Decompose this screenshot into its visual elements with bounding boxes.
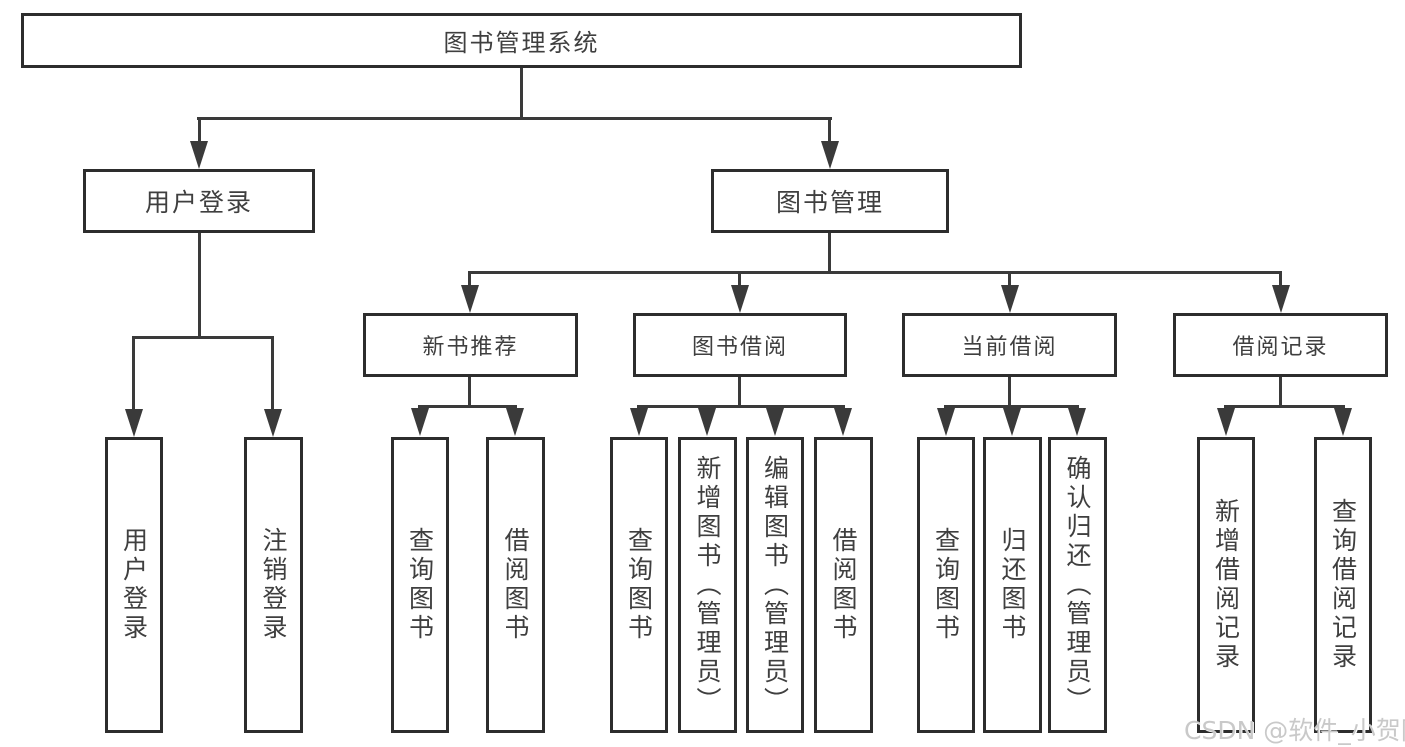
connector-line	[418, 405, 517, 408]
node-library-system: 图书管理系统	[21, 13, 1022, 68]
arrowhead-down-icon	[1217, 408, 1235, 436]
connector-line	[468, 271, 1282, 274]
node-borrow-records: 借阅记录	[1173, 313, 1388, 377]
arrowhead-down-icon	[937, 408, 955, 436]
connector-line	[1279, 377, 1282, 408]
connector-line	[944, 405, 1079, 408]
leaf-add-borrow-record: 新增借阅记录	[1197, 437, 1255, 733]
connector-line	[520, 68, 523, 120]
connector-line	[828, 120, 831, 143]
leaf-query-borrow-record: 查询借阅记录	[1314, 437, 1372, 733]
arrowhead-down-icon	[1001, 285, 1019, 313]
connector-line	[197, 117, 832, 120]
leaf-borrow-books: 借阅图书	[814, 437, 873, 733]
leaf-query-books: 查询图书	[610, 437, 668, 733]
connector-line	[1224, 405, 1345, 408]
arrowhead-down-icon	[1334, 408, 1352, 436]
connector-line	[637, 405, 845, 408]
connector-line	[1279, 274, 1282, 286]
arrowhead-down-icon	[190, 141, 208, 169]
arrowhead-down-icon	[411, 408, 429, 436]
leaf-query-books: 查询图书	[917, 437, 975, 733]
csdn-watermark: CSDN @软件_小贺同学	[1184, 716, 1405, 745]
connector-line	[1008, 274, 1011, 286]
arrowhead-down-icon	[1068, 408, 1086, 436]
connector-line	[468, 274, 471, 286]
leaf-confirm-return-admin: 确认归还（管理员）	[1048, 437, 1107, 733]
leaf-edit-book-admin: 编辑图书（管理员）	[746, 437, 804, 733]
connector-line	[1008, 377, 1011, 408]
connector-line	[271, 339, 274, 410]
leaf-borrow-books: 借阅图书	[486, 437, 545, 733]
connector-line	[132, 339, 135, 410]
arrowhead-down-icon	[461, 285, 479, 313]
connector-line	[132, 336, 274, 339]
node-new-book-recommend: 新书推荐	[363, 313, 578, 377]
arrowhead-down-icon	[506, 408, 524, 436]
leaf-return-books: 归还图书	[983, 437, 1042, 733]
arrowhead-down-icon	[834, 408, 852, 436]
connector-line	[468, 377, 471, 408]
arrowhead-down-icon	[264, 409, 282, 437]
arrowhead-down-icon	[1272, 285, 1290, 313]
arrowhead-down-icon	[630, 408, 648, 436]
connector-line	[198, 120, 201, 143]
leaf-add-book-admin: 新增图书（管理员）	[678, 437, 737, 733]
arrowhead-down-icon	[1003, 408, 1021, 436]
node-book-borrow: 图书借阅	[633, 313, 847, 377]
arrowhead-down-icon	[766, 408, 784, 436]
leaf-logout: 注销登录	[244, 437, 303, 733]
leaf-query-books: 查询图书	[391, 437, 449, 733]
arrowhead-down-icon	[821, 141, 839, 169]
connector-line	[198, 233, 201, 339]
connector-line	[828, 233, 831, 274]
arrowhead-down-icon	[698, 408, 716, 436]
node-user-login: 用户登录	[83, 169, 315, 233]
leaf-user-login: 用户登录	[105, 437, 163, 733]
arrowhead-down-icon	[125, 409, 143, 437]
node-book-management: 图书管理	[711, 169, 949, 233]
connector-line	[738, 377, 741, 408]
connector-line	[738, 274, 741, 286]
node-current-borrow: 当前借阅	[902, 313, 1117, 377]
arrowhead-down-icon	[731, 285, 749, 313]
